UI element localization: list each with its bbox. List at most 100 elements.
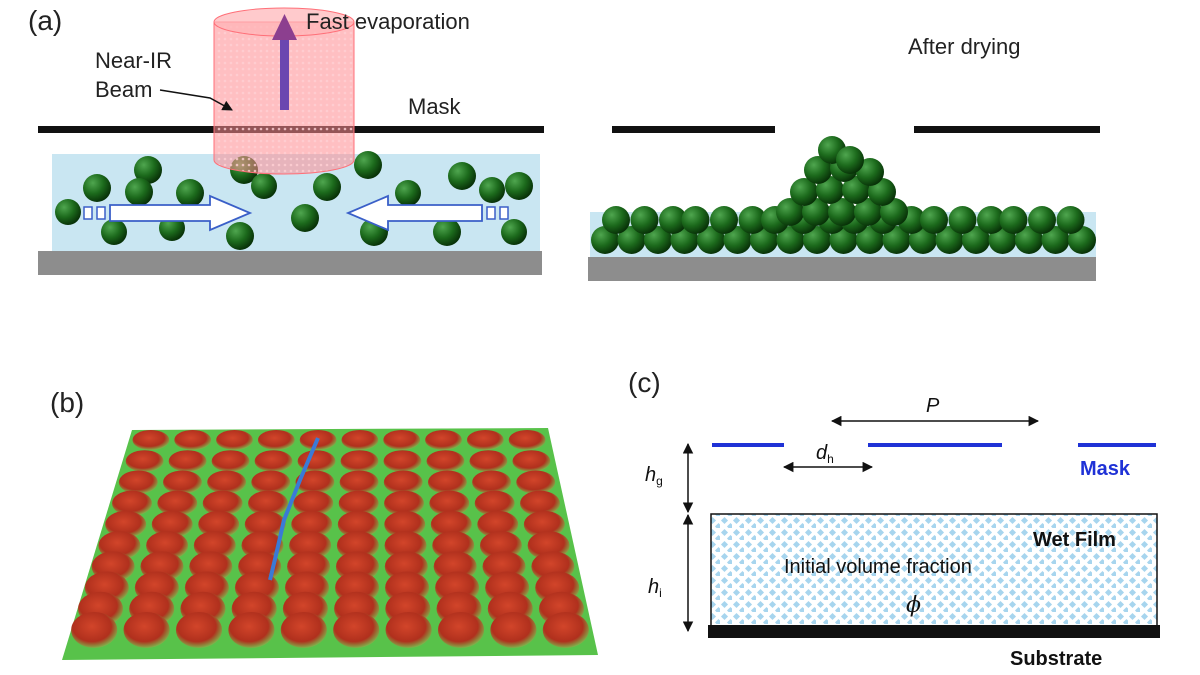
afm-bump: [244, 510, 286, 538]
afm-defect-line: [268, 437, 320, 581]
afm-bump: [251, 470, 291, 494]
particle: [710, 206, 738, 234]
afm-bump: [430, 510, 472, 538]
particle: [920, 206, 948, 234]
afm-bump: [71, 612, 118, 648]
particle: [1028, 206, 1056, 234]
flow-arrow-left: [345, 194, 509, 232]
afm-bump: [477, 510, 519, 538]
particle: [101, 219, 127, 245]
particle: [828, 198, 856, 226]
afm-bump: [174, 430, 212, 450]
afm-bump: [385, 612, 432, 648]
film-height-label: hi: [648, 576, 662, 600]
particle: [659, 206, 687, 234]
mask-segment-2: [868, 443, 1002, 447]
particle: [479, 177, 505, 203]
afm-bump: [474, 490, 515, 516]
particle: [856, 226, 884, 254]
panel-a-label: (a): [28, 5, 62, 36]
particle: [501, 219, 527, 245]
afm-bump: [512, 450, 551, 472]
panel-a: (a): [28, 5, 1100, 281]
particle: [226, 222, 254, 250]
particle: [313, 173, 341, 201]
panel-b-label: (b): [50, 387, 84, 418]
afm-bump: [341, 430, 379, 450]
afm-bump: [163, 470, 202, 494]
afm-bump: [429, 490, 470, 516]
particles-dried: [591, 136, 1096, 254]
wet-film: [710, 513, 1158, 627]
afm-bump: [291, 510, 333, 538]
afm-bump: [340, 450, 379, 472]
afm-bump: [384, 510, 426, 538]
afm-bump: [490, 612, 537, 648]
afm-bump: [254, 450, 293, 472]
afm-bump: [383, 450, 422, 472]
afm-bump: [198, 510, 240, 538]
afm-bump: [520, 490, 560, 516]
afm-bump: [211, 450, 250, 472]
mask-label-c: Mask: [1080, 458, 1131, 480]
afm-bump: [105, 510, 147, 538]
particle: [836, 146, 864, 174]
particle: [1056, 206, 1085, 234]
afm-bump: [151, 510, 193, 538]
afm-bump: [280, 612, 327, 648]
afm-bump: [293, 490, 334, 516]
panel-b: (b): [50, 387, 598, 660]
afm-bump: [216, 430, 253, 450]
particle: [854, 198, 882, 226]
afm-bump: [333, 612, 380, 648]
particle: [644, 226, 672, 254]
substrate-c: [708, 625, 1160, 638]
afm-surface-image: [62, 428, 598, 660]
particle: [999, 206, 1028, 234]
particle: [354, 151, 382, 179]
mask-segment-3: [1078, 443, 1156, 447]
volume-fraction-label: Initial volume fraction: [784, 556, 972, 578]
afm-bump: [168, 450, 207, 472]
afm-bump: [202, 490, 243, 516]
afm-bump: [469, 450, 508, 472]
particle: [723, 226, 752, 254]
afm-bump: [542, 612, 589, 648]
particle: [882, 226, 911, 254]
particle: [804, 156, 832, 184]
afm-bump: [425, 430, 462, 450]
wet-film-label: Wet Film: [1033, 529, 1116, 551]
evaporation-label: Fast evaporation: [306, 9, 470, 34]
particle: [291, 204, 319, 232]
particle: [790, 178, 818, 206]
afm-bump: [248, 490, 288, 516]
particle: [948, 206, 977, 234]
period-label: P: [926, 395, 940, 417]
mask-label-a: Mask: [408, 94, 462, 119]
evaporation-arrow: [272, 14, 297, 110]
beam-leader-line: [159, 89, 233, 111]
particle: [1041, 226, 1070, 254]
particle: [55, 199, 81, 225]
gap-height-label: hg: [645, 464, 663, 488]
afm-bump: [228, 612, 275, 648]
substrate-right: [588, 257, 1096, 281]
afm-bump: [112, 490, 152, 516]
mask-segment-1: [712, 443, 784, 447]
afm-bump: [339, 470, 379, 494]
particle: [630, 206, 659, 234]
particle: [125, 178, 153, 206]
particle: [977, 206, 1005, 234]
afm-bump: [157, 490, 198, 516]
afm-bump: [426, 450, 465, 472]
particle: [251, 173, 277, 199]
particle: [176, 179, 204, 207]
afm-bump: [383, 430, 421, 450]
mask-bar-right-1: [612, 126, 775, 133]
afm-bump: [466, 430, 504, 450]
afm-bump: [523, 510, 565, 538]
afm-bump: [207, 470, 247, 494]
particle: [602, 206, 630, 234]
particle: [776, 226, 805, 254]
